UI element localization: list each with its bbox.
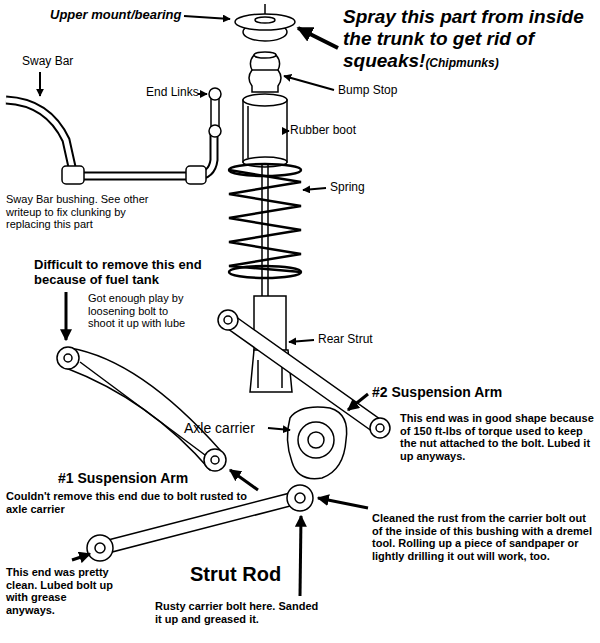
part-label: Spring bbox=[330, 181, 390, 195]
note-text: This end was pretty clean. Lubed bolt up… bbox=[6, 566, 118, 617]
note-text: Difficult to remove this end because of … bbox=[34, 258, 206, 288]
leader-arrows bbox=[40, 16, 368, 596]
leader-arrows bbox=[230, 470, 258, 490]
rubber-boot bbox=[243, 94, 287, 167]
axle-carrier bbox=[287, 407, 346, 479]
end-link bbox=[209, 125, 221, 137]
leader-arrows bbox=[284, 130, 289, 132]
suspension-arm-1 bbox=[57, 347, 226, 471]
sway-bar bbox=[62, 166, 84, 184]
bump-stop bbox=[252, 69, 278, 71]
upper-mount bbox=[255, 17, 275, 23]
suspension-arm-1 bbox=[57, 347, 79, 369]
suspension-arm-2 bbox=[370, 418, 390, 438]
suspension-arm-2 bbox=[376, 424, 384, 432]
suspension-arm-1 bbox=[204, 449, 226, 471]
note-text: Couldn't remove this end due to bolt rus… bbox=[6, 490, 261, 515]
note-text: This end was in good shape because of 15… bbox=[400, 412, 596, 463]
part-label: #2 Suspension Arm bbox=[372, 384, 532, 400]
suspension-arm-1 bbox=[64, 354, 72, 362]
leader-arrows bbox=[284, 76, 334, 90]
suspension-arm-2 bbox=[224, 316, 232, 324]
part-label: Sway Bar bbox=[22, 55, 102, 69]
leader-arrows bbox=[268, 428, 290, 430]
part-label: Rear Strut bbox=[318, 333, 398, 347]
note-text: Rusty carrier bolt here. Sanded it up an… bbox=[155, 600, 323, 625]
upper-mount bbox=[235, 4, 295, 41]
note-text: Cleaned the rust from the carrier bolt o… bbox=[372, 512, 596, 563]
axle-carrier bbox=[287, 407, 346, 479]
coil-spring bbox=[229, 164, 301, 278]
strut-rod bbox=[295, 493, 305, 503]
leader-arrows bbox=[198, 93, 207, 95]
rubber-boot bbox=[243, 100, 287, 162]
axle-carrier bbox=[298, 422, 334, 458]
bump-stop bbox=[249, 52, 281, 92]
strut-body bbox=[257, 360, 259, 388]
leader-arrows bbox=[348, 394, 368, 410]
upper-mount bbox=[235, 14, 295, 30]
suspension-arm-1 bbox=[211, 456, 219, 464]
sway-bar bbox=[186, 166, 206, 184]
sway-bar bbox=[6, 100, 214, 184]
part-label: Rubber boot bbox=[290, 124, 380, 138]
leader-arrows bbox=[65, 292, 68, 340]
note-signature: (Chipmunks) bbox=[425, 56, 498, 70]
note-heading: Spray this part from inside the trunk to… bbox=[343, 6, 597, 72]
leader-arrows bbox=[318, 498, 368, 508]
strut-rod bbox=[95, 543, 105, 553]
leader-arrows bbox=[184, 16, 230, 19]
leader-arrows bbox=[289, 340, 314, 342]
part-label: #1 Suspension Arm bbox=[58, 470, 228, 486]
part-label: Upper mount/bearing bbox=[50, 8, 190, 23]
rubber-boot bbox=[247, 106, 249, 158]
note-text: Sway Bar bushing. See other writeup to f… bbox=[6, 193, 168, 231]
leader-arrows bbox=[298, 28, 338, 48]
leader-arrows bbox=[39, 72, 41, 96]
suspension-arm-2 bbox=[218, 310, 238, 330]
part-label: Strut Rod bbox=[190, 563, 310, 586]
leader-arrows bbox=[72, 554, 90, 560]
bump-stop bbox=[249, 55, 281, 92]
end-link bbox=[209, 88, 221, 100]
leader-arrows bbox=[303, 188, 326, 190]
strut-rod bbox=[87, 535, 113, 561]
coil-spring bbox=[229, 266, 301, 278]
coil-spring bbox=[229, 170, 301, 272]
sway-bar bbox=[6, 100, 214, 176]
suspension-arm-1 bbox=[80, 362, 205, 455]
axle-carrier bbox=[308, 432, 324, 448]
end-link bbox=[209, 88, 221, 137]
part-label: Bump Stop bbox=[338, 84, 418, 98]
strut-rod bbox=[287, 485, 313, 511]
coil-spring bbox=[229, 164, 301, 176]
bump-stop bbox=[254, 52, 276, 58]
rubber-boot bbox=[243, 94, 287, 106]
note-text: Got enough play by loosening bolt to sho… bbox=[88, 292, 188, 330]
leader-arrows bbox=[300, 516, 301, 596]
sway-bar bbox=[6, 100, 214, 176]
part-label: End Links bbox=[146, 86, 206, 100]
suspension-arm-1 bbox=[66, 348, 220, 470]
part-label: Axle carrier bbox=[184, 420, 274, 436]
